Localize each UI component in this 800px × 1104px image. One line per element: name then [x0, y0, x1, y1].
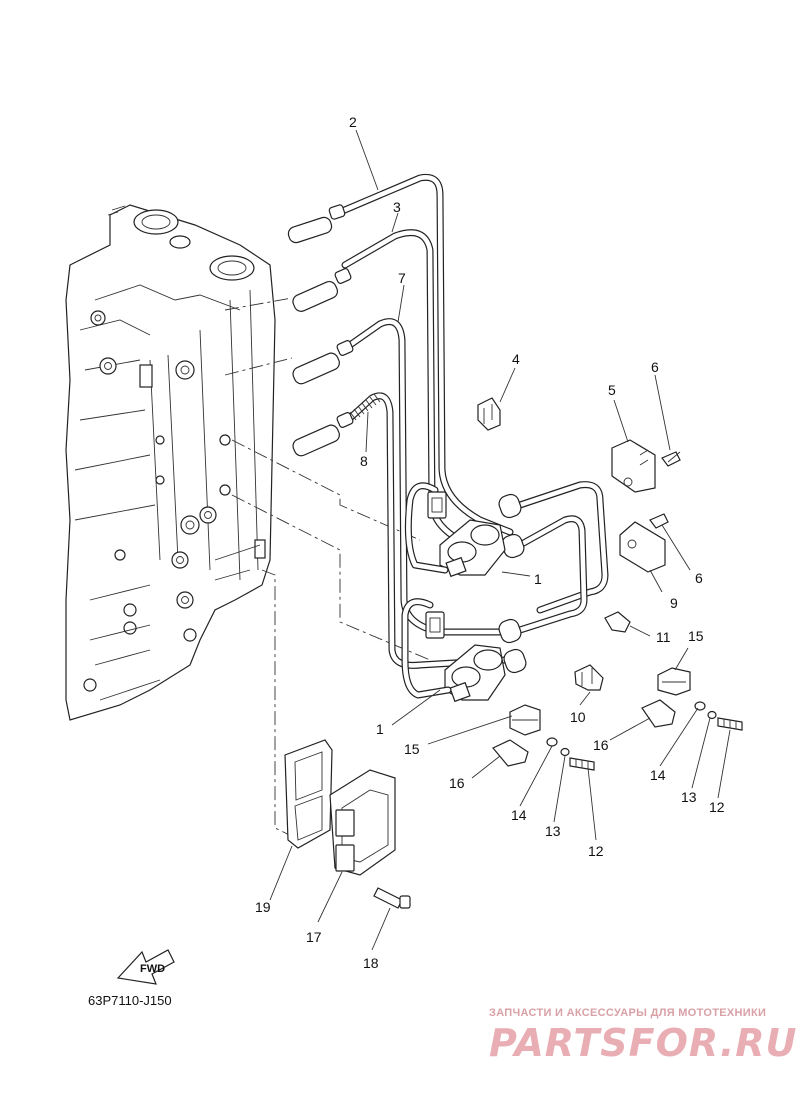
callout-10: 10 — [570, 709, 586, 725]
plug-cap-7 — [292, 340, 354, 385]
callout-11: 11 — [656, 629, 671, 645]
clip-10 — [574, 664, 604, 691]
callout-16-lower: 16 — [449, 775, 465, 791]
bracket-15-upper — [657, 667, 691, 696]
engine-block — [65, 204, 276, 721]
callout-12-lower: 12 — [588, 843, 604, 859]
holder-16-upper — [641, 699, 676, 728]
bracket-5 — [611, 439, 656, 493]
plug-cap-3 — [292, 268, 352, 312]
callout-3: 3 — [393, 199, 401, 215]
gasket-19 — [284, 739, 333, 849]
bracket-9 — [619, 521, 666, 573]
clip-11 — [604, 611, 631, 633]
callout-15-upper: 15 — [688, 628, 704, 644]
fwd-label: FWD — [140, 963, 165, 975]
ignition-coil-lower — [401, 598, 506, 703]
washer-13-a — [560, 747, 570, 757]
holder-16-lower — [492, 739, 529, 767]
callouts: 2 3 7 8 4 5 6 6 9 1 11 15 10 1 15 16 16 … — [255, 114, 725, 971]
washer-14-a — [546, 737, 558, 747]
callout-17: 17 — [306, 929, 322, 945]
callout-5: 5 — [608, 382, 616, 398]
bolt-12-a — [569, 757, 595, 771]
bolt-6-lower — [649, 513, 669, 529]
callout-14-upper: 14 — [650, 767, 666, 783]
leader-lines — [269, 129, 731, 951]
washer-13-b — [707, 710, 717, 720]
callout-13-upper: 13 — [681, 789, 697, 805]
watermark-caption: ЗАПЧАСТИ И АКСЕССУАРЫ ДЛЯ МОТОТЕХНИКИ — [489, 1007, 767, 1019]
callout-4: 4 — [512, 351, 520, 367]
callout-2: 2 — [349, 114, 357, 130]
callout-13-lower: 13 — [545, 823, 561, 839]
plug-cap-2 — [287, 204, 346, 244]
callout-1-upper: 1 — [534, 571, 542, 587]
callout-16-upper: 16 — [593, 737, 609, 753]
callout-6-lower: 6 — [695, 570, 703, 586]
callout-14-lower: 14 — [511, 807, 527, 823]
fwd-arrow-icon: FWD — [116, 949, 175, 985]
callout-19: 19 — [255, 899, 271, 915]
callout-12-upper: 12 — [709, 799, 725, 815]
callout-8: 8 — [360, 453, 368, 469]
bolt-18 — [373, 887, 411, 909]
diagram-code: 63P7110-J150 — [88, 993, 172, 1008]
callout-6-upper: 6 — [651, 359, 659, 375]
callout-18: 18 — [363, 955, 379, 971]
bolt-6-upper — [661, 451, 681, 467]
clip-4 — [477, 397, 501, 431]
washer-14-b — [694, 701, 706, 711]
bolt-12-b — [717, 717, 743, 731]
callout-9: 9 — [670, 595, 678, 611]
watermark-brand: PARTSFOR.RU — [489, 1021, 798, 1065]
callout-1-lower: 1 — [376, 721, 384, 737]
cdi-unit-17 — [329, 769, 396, 876]
callout-15-lower: 15 — [404, 741, 420, 757]
bracket-15-lower — [509, 704, 541, 736]
plug-cap-8 — [292, 412, 354, 457]
spark-plug-cables — [287, 173, 609, 674]
ignition-coil-upper — [404, 482, 506, 578]
callout-7: 7 — [398, 270, 406, 286]
